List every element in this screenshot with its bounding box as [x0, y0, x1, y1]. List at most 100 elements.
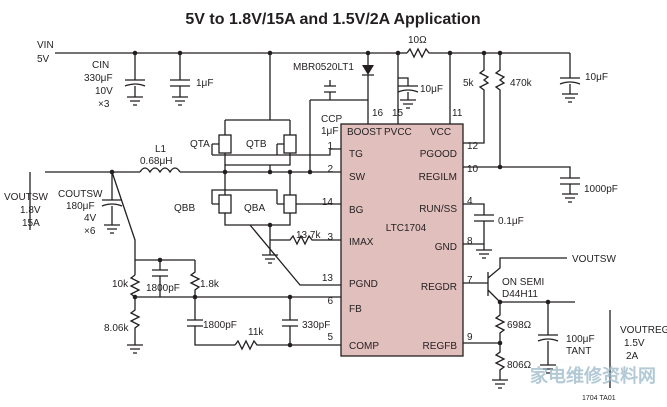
diode-mbr0520	[362, 65, 374, 75]
ic-name: LTC1704	[386, 223, 427, 234]
junction	[307, 169, 313, 175]
label-vin-val: 5V	[37, 54, 50, 65]
pin-num-3: 3	[327, 232, 333, 243]
ccp-to-sw	[309, 99, 330, 172]
label-qtb: QTB	[246, 139, 267, 150]
pin-label-bg: BG	[349, 205, 364, 216]
label-cin-val2: 10V	[95, 86, 113, 97]
inductor-l1	[139, 167, 181, 174]
label-voutreg-v: 1.5V	[624, 338, 645, 349]
cap-10uf-vcc	[559, 77, 581, 85]
junction	[287, 294, 293, 300]
fb-top-wire	[134, 259, 195, 275]
mosfet-qtb	[283, 134, 297, 154]
pin-label-runss: RUN/SS	[419, 204, 457, 215]
resistor-470k	[463, 53, 506, 168]
pin-num-9: 9	[467, 332, 473, 343]
figure-code: 1704 TA01	[582, 395, 616, 402]
label-10k: 10k	[112, 279, 129, 290]
pin-num-10: 10	[467, 164, 479, 175]
junction	[109, 169, 115, 175]
label-cout-val2: 4V	[84, 213, 97, 224]
junction	[545, 299, 551, 305]
pin-num-14: 14	[322, 197, 334, 208]
pin-label-pvcc: PVCC	[384, 127, 412, 138]
mosfet-qbb	[218, 194, 232, 214]
resistor-10ohm	[406, 47, 570, 59]
label-ccp-val: 1μF	[321, 126, 338, 137]
pin-label-comp: COMP	[349, 341, 379, 352]
label-voutreg-a: 2A	[626, 351, 639, 362]
pin-label-pgnd: PGND	[349, 279, 378, 290]
cap-10uf-pvcc	[397, 77, 419, 109]
label-cin: CIN	[92, 60, 109, 71]
cap-cin	[124, 79, 146, 87]
junction	[267, 50, 273, 56]
mosfet-qba	[283, 194, 297, 214]
ic-body	[340, 123, 464, 357]
pin-label-boost: BOOST	[347, 127, 382, 138]
pin-num-12: 12	[467, 141, 479, 152]
mosfet-qta	[218, 134, 232, 154]
cap-1000pf	[500, 166, 580, 203]
pin-label-sw: SW	[349, 172, 366, 183]
pin-num-13: 13	[322, 273, 334, 284]
label-vout-val2: 15A	[22, 218, 40, 229]
top-fet-drain	[224, 53, 291, 135]
pin-num-11: 11	[452, 108, 463, 119]
label-l1-val: 0.68μH	[140, 156, 172, 167]
ground-vcc-cap	[562, 84, 578, 103]
ground-fets	[262, 225, 278, 264]
label-11k: 11k	[248, 327, 264, 338]
cap-330pf	[282, 297, 298, 345]
label-806: 806Ω	[507, 360, 532, 371]
pin-num-16: 16	[372, 108, 384, 119]
junction	[497, 50, 503, 56]
resistor-5k	[463, 53, 490, 144]
resistor-806	[463, 342, 508, 389]
pgnd-wire	[249, 224, 341, 286]
bottom-fet-drain	[224, 172, 291, 195]
resistor-698	[494, 302, 506, 343]
top-fet-source	[224, 153, 291, 166]
label-1000pf: 1000pF	[584, 184, 618, 195]
label-cin-val3: ×3	[98, 99, 110, 110]
label-l1: L1	[155, 144, 167, 155]
pin-num-2: 2	[327, 164, 333, 175]
label-voutreg: VOUTREG	[620, 325, 667, 336]
label-5k: 5k	[463, 78, 475, 89]
label-1uf-in: 1μF	[196, 78, 213, 89]
label-mbr0520: MBR0520LT1	[293, 62, 354, 73]
cap-1800pf-b	[187, 297, 235, 346]
pin-label-regfb: REGFB	[423, 341, 458, 352]
cap-ccp	[324, 80, 368, 101]
label-330pf: 330pF	[302, 320, 330, 331]
junction	[132, 50, 138, 56]
pin-num-6: 6	[327, 296, 333, 307]
junction	[287, 169, 293, 175]
label-13k7: 13.7k	[296, 230, 321, 241]
tg-gate-wire	[211, 143, 341, 156]
pin-num-5: 5	[327, 332, 333, 343]
label-d44h11: D44H11	[502, 289, 538, 300]
label-vout-val1: 1.8V	[20, 205, 41, 216]
junction	[132, 294, 138, 300]
junction	[395, 50, 401, 56]
label-voutsw: VOUTSW	[4, 192, 48, 203]
label-cout-val1: 180μF	[66, 201, 95, 212]
resistor-13k7	[270, 234, 341, 246]
label-1800pf-a: 1800pF	[146, 283, 180, 294]
cap-100uf-tant	[537, 302, 559, 374]
sw-top-connect	[224, 165, 271, 172]
resistor-11k	[234, 339, 341, 351]
watermark-text: 家电维修资料网	[530, 365, 656, 387]
transistor-d44h11	[487, 257, 567, 303]
bottom-fet-source	[224, 213, 291, 226]
junction	[447, 50, 453, 56]
label-cout-val3: ×6	[84, 226, 96, 237]
junction	[222, 169, 228, 175]
ground-ic	[463, 232, 492, 259]
pin-label-tg: TG	[349, 149, 363, 160]
pin-num-4: 4	[467, 196, 473, 207]
pin-label-imax: IMAX	[349, 237, 374, 248]
